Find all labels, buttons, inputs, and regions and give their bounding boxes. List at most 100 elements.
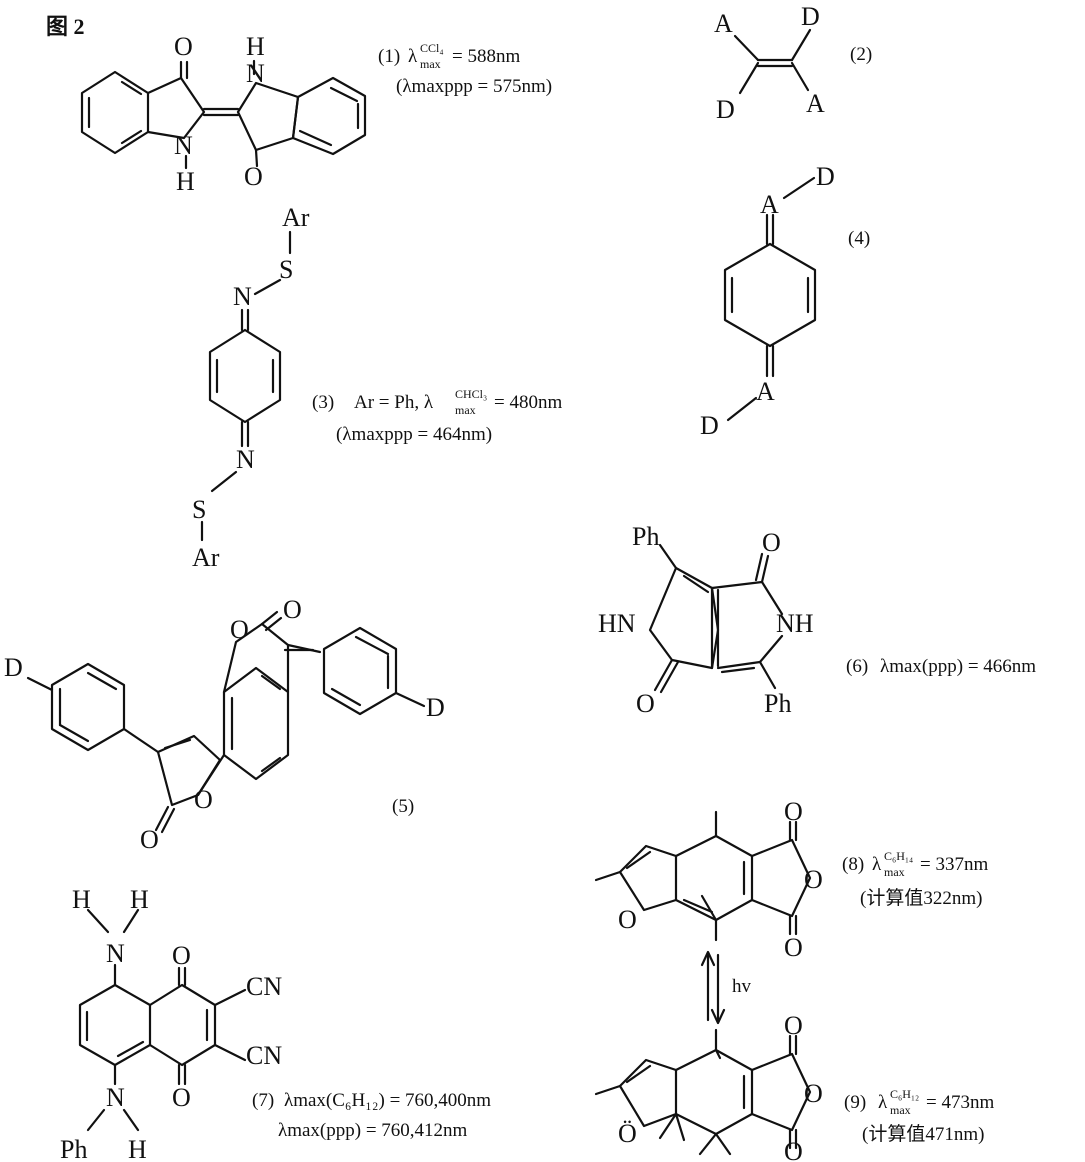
structure-2-label: (2) bbox=[850, 44, 872, 65]
structure-9-lambda-sub: max bbox=[890, 1103, 911, 1117]
structure-8-atom-o-furan: O bbox=[618, 905, 637, 934]
structure-7-atom-cn-bottom: CN bbox=[246, 1041, 282, 1070]
structure-5-label: (5) bbox=[392, 796, 414, 817]
structure-6-atom-o-top: O bbox=[762, 528, 781, 557]
structure-7-line-2: λmax(ppp) = 760,412nm bbox=[278, 1120, 468, 1141]
figure-title: 图 2 bbox=[46, 14, 85, 39]
structure-8-lambda-sup: C₆H₁₄ bbox=[884, 849, 913, 863]
structure-3-value: = 480nm bbox=[494, 392, 562, 413]
structure-6-atom-ph-top: Ph bbox=[632, 522, 659, 551]
structure-7-atom-o-bottom: O bbox=[172, 1083, 191, 1112]
structure-6-atom-hn: HN bbox=[598, 609, 636, 638]
structure-4-atom-d-bottom: D bbox=[700, 411, 719, 440]
structure-3-bonds bbox=[200, 230, 292, 542]
structure-3-atom-s-bottom: S bbox=[192, 495, 206, 524]
structure-6-atom-nh: NH bbox=[776, 609, 814, 638]
structure-7-atom-ph: Ph bbox=[60, 1135, 87, 1162]
structure-1-atom-n-right: N bbox=[246, 59, 265, 88]
structure-2-atom-d-bottom: D bbox=[716, 95, 735, 124]
structure-9-lambda-sup: C₆H₁₂ bbox=[890, 1087, 919, 1101]
structure-7-label: (7) bbox=[252, 1090, 274, 1111]
structure-9-calc: (计算值471nm) bbox=[862, 1123, 984, 1145]
structure-1-label: (1) bbox=[378, 46, 400, 67]
structure-4-atom-d-top: D bbox=[816, 162, 835, 191]
structure-7-atom-h-3: H bbox=[128, 1135, 147, 1162]
equilibrium-arrow: hv bbox=[700, 950, 752, 1025]
structure-2-atom-d-top: D bbox=[801, 2, 820, 31]
structure-8: O O O O (8) λ C₆H₁₄ max = 337nm (计算值322n… bbox=[594, 797, 988, 962]
structure-4-atom-a-bottom: A bbox=[756, 377, 775, 406]
structure-7-line-1: λmax(C₆H₁₂) = 760,400nm bbox=[284, 1090, 491, 1111]
structure-4: A D A D (4) bbox=[700, 162, 870, 440]
structure-2: A D D A (2) bbox=[714, 2, 872, 124]
structure-8-label: (8) bbox=[842, 854, 864, 875]
structure-8-atom-o-top: O bbox=[784, 797, 803, 826]
structure-6-atom-ph-bottom: Ph bbox=[764, 689, 791, 718]
structure-3-ppp: (λmaxppp = 464nm) bbox=[336, 424, 492, 445]
structure-7-atom-n-top: N bbox=[106, 939, 125, 968]
structure-3-text: Ar = Ph, λ bbox=[354, 392, 434, 413]
structure-9-bonds bbox=[594, 1028, 812, 1156]
structure-5-bonds bbox=[26, 610, 426, 834]
structure-8-lambda-sub: max bbox=[884, 865, 905, 879]
structure-7-atom-o-top: O bbox=[172, 941, 191, 970]
structure-6: Ph O HN NH O Ph (6) λmax(ppp) = 466nm bbox=[598, 522, 1036, 718]
structure-1-lambda-sup: CCl₄ bbox=[420, 41, 444, 55]
structure-3-label: (3) bbox=[312, 392, 334, 413]
structure-1-lambda: λ bbox=[408, 46, 418, 67]
structure-1-bonds bbox=[80, 59, 367, 170]
structure-1-value: = 588nm bbox=[452, 46, 520, 67]
structure-5-atom-o-carbonyl-bottom: O bbox=[140, 825, 159, 854]
structure-5-atom-d-left: D bbox=[4, 653, 23, 682]
structure-4-label: (4) bbox=[848, 228, 870, 249]
structure-3-atom-ar-bottom: Ar bbox=[192, 543, 220, 572]
structure-9: Ö O O O (9) λ C₆H₁₂ max = 473nm (计算值471n… bbox=[594, 1011, 994, 1162]
structure-5-atom-d-right: D bbox=[426, 693, 445, 722]
structure-3-lambda-sub: max bbox=[455, 403, 476, 417]
structure-5: D D O O O O (5) bbox=[4, 595, 445, 854]
structure-6-text: λmax(ppp) = 466nm bbox=[880, 656, 1036, 677]
structure-5-atom-o-ring-top: O bbox=[230, 615, 249, 644]
structure-9-atom-o-ring: O bbox=[804, 1079, 823, 1108]
structure-9-label: (9) bbox=[844, 1092, 866, 1113]
structure-8-calc: (计算值322nm) bbox=[860, 887, 982, 909]
structure-9-atom-o-bottom: O bbox=[784, 1137, 803, 1162]
structure-3-atom-s-top: S bbox=[279, 255, 293, 284]
structure-3-atom-ar-top: Ar bbox=[282, 203, 310, 232]
structure-1-atom-h-bottom: H bbox=[176, 167, 195, 196]
structure-6-label: (6) bbox=[846, 656, 868, 677]
structure-3-atom-n-bottom: N bbox=[236, 445, 255, 474]
structure-9-value: = 473nm bbox=[926, 1092, 994, 1113]
structure-1-lambda-sub: max bbox=[420, 57, 441, 71]
structure-8-lambda: λ bbox=[872, 854, 882, 875]
structure-4-atom-a-top: A bbox=[760, 190, 779, 219]
structure-6-bonds bbox=[648, 543, 784, 694]
structure-3-lambda-sup: CHCl₃ bbox=[455, 387, 487, 401]
structure-3-atom-n-top: N bbox=[233, 282, 252, 311]
structure-2-atom-a-top: A bbox=[714, 9, 733, 38]
structure-7-atom-n-bottom: N bbox=[106, 1083, 125, 1112]
structure-2-bonds bbox=[733, 28, 812, 95]
structure-7-atom-h-2: H bbox=[130, 885, 149, 914]
structure-5-atom-o-ring-bottom: O bbox=[194, 785, 213, 814]
structure-7: H H N O CN CN O N Ph H (7) λmax(C₆H₁₂) =… bbox=[60, 885, 491, 1162]
structure-8-atom-o-bottom: O bbox=[784, 933, 803, 962]
structure-7-bonds bbox=[78, 908, 247, 1132]
structure-2-atom-a-bottom: A bbox=[806, 89, 825, 118]
structure-6-atom-o-bottom: O bbox=[636, 689, 655, 718]
structure-1-ppp: (λmaxppp = 575nm) bbox=[396, 76, 552, 97]
structure-7-atom-cn-top: CN bbox=[246, 972, 282, 1001]
structure-8-value: = 337nm bbox=[920, 854, 988, 875]
structure-5-atom-o-carbonyl-top: O bbox=[283, 595, 302, 624]
hv-label: hv bbox=[732, 976, 752, 997]
structure-1-atom-o-bottom: O bbox=[244, 162, 263, 191]
structure-8-atom-o-ring: O bbox=[804, 865, 823, 894]
structure-4-bonds bbox=[723, 176, 817, 422]
structure-9-atom-o-furan: Ö bbox=[618, 1119, 637, 1148]
structure-3: Ar S N N S Ar (3) Ar = Ph, λ CHCl₃ max =… bbox=[192, 203, 562, 572]
structure-9-atom-o-top: O bbox=[784, 1011, 803, 1040]
structure-1-atom-h-top: H bbox=[246, 32, 265, 61]
structure-9-lambda: λ bbox=[878, 1092, 888, 1113]
structure-1-atom-n-left: N bbox=[174, 131, 193, 160]
